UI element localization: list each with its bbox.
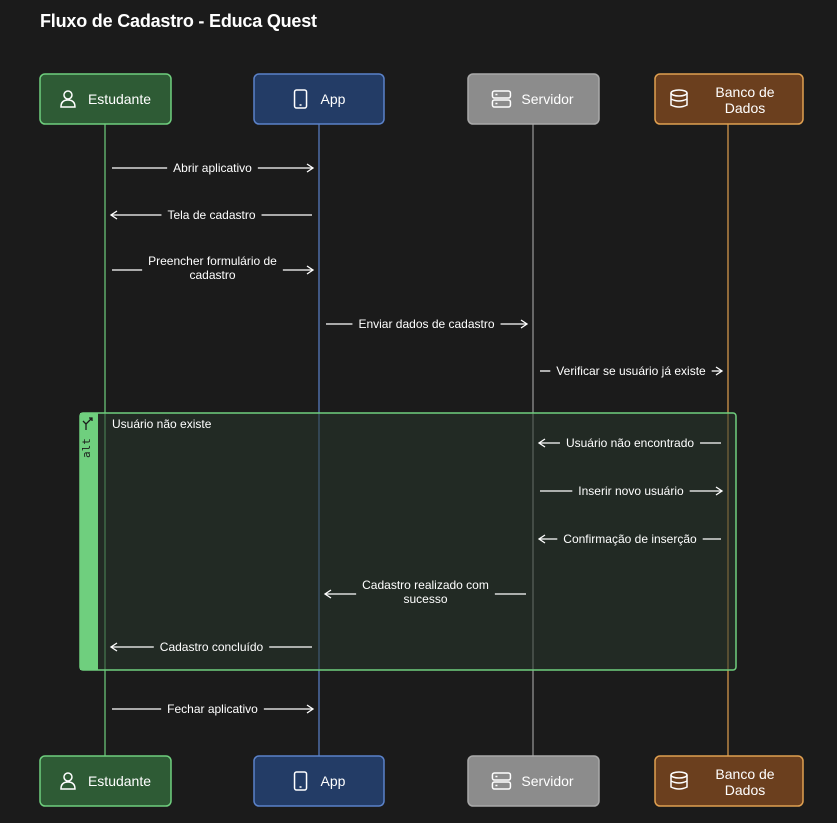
message-label: Verificar se usuário já existe: [556, 364, 706, 378]
mobile-icon: [293, 89, 308, 109]
branch-icon: [82, 417, 93, 430]
participant-estudante-top[interactable]: Estudante: [39, 73, 172, 125]
participant-label: App: [321, 91, 346, 107]
message-label: Confirmação de inserção: [563, 532, 697, 546]
mobile-icon: [293, 771, 308, 791]
message-label: Fechar aplicativo: [167, 702, 258, 716]
alt-condition: Usuário não existe: [112, 417, 212, 431]
alt-keyword: alt: [80, 438, 93, 458]
message-5: Verificar se usuário já existe: [540, 364, 724, 378]
participant-label: Dados: [725, 782, 765, 798]
message-label: Inserir novo usuário: [578, 484, 684, 498]
participant-servidor-top[interactable]: Servidor: [467, 73, 600, 125]
participant-box[interactable]: [39, 73, 172, 125]
arrowhead: [537, 534, 546, 544]
arrowhead: [306, 704, 315, 714]
alt-fragment: alt Usuário não existe: [79, 412, 737, 671]
participant-label: Banco de: [715, 84, 774, 100]
participant-app-top[interactable]: App: [253, 73, 385, 125]
arrowhead: [715, 366, 724, 376]
arrowhead: [323, 589, 332, 599]
message-7: Inserir novo usuário: [540, 484, 724, 498]
participant-box[interactable]: [467, 755, 600, 807]
user-icon: [60, 772, 76, 790]
server-icon: [491, 90, 512, 108]
message-label: Cadastro concluído: [160, 640, 264, 654]
message-11: Fechar aplicativo: [112, 702, 315, 716]
message-label: sucesso: [403, 592, 447, 606]
user-icon: [60, 90, 76, 108]
message-label: Preencher formulário de: [148, 254, 277, 268]
database-icon: [670, 771, 688, 790]
arrowhead: [715, 486, 724, 496]
participant-label: App: [321, 773, 346, 789]
participant-label: Servidor: [521, 91, 573, 107]
message-label: Tela de cadastro: [167, 208, 255, 222]
participant-label: Dados: [725, 100, 765, 116]
participant-box[interactable]: [39, 755, 172, 807]
participant-label: Banco de: [715, 766, 774, 782]
arrowhead: [109, 642, 118, 652]
database-icon: [670, 89, 688, 108]
alt-fragment-tab: [80, 413, 98, 670]
participant-app-bottom[interactable]: App: [253, 755, 385, 807]
message-label: Usuário não encontrado: [566, 436, 694, 450]
participant-estudante-bottom[interactable]: Estudante: [39, 755, 172, 807]
participant-box[interactable]: [467, 73, 600, 125]
arrowhead: [109, 210, 118, 220]
participant-label: Estudante: [88, 91, 151, 107]
message-label: cadastro: [189, 268, 235, 282]
participant-label: Estudante: [88, 773, 151, 789]
message-label: Abrir aplicativo: [173, 161, 252, 175]
participant-label: Servidor: [521, 773, 573, 789]
participant-box[interactable]: [654, 755, 804, 807]
arrowhead: [306, 163, 315, 173]
participant-box[interactable]: [654, 73, 804, 125]
message-10: Cadastro concluído: [109, 640, 312, 654]
message-label: Enviar dados de cadastro: [358, 317, 494, 331]
arrowhead: [537, 438, 546, 448]
arrowhead: [306, 265, 315, 275]
message-label: Cadastro realizado com: [362, 578, 489, 592]
diagram-title: Fluxo de Cadastro - Educa Quest: [40, 11, 317, 31]
participant-servidor-bottom[interactable]: Servidor: [467, 755, 600, 807]
participant-box[interactable]: [253, 755, 385, 807]
arrowhead: [520, 319, 529, 329]
message-1: Abrir aplicativo: [112, 161, 315, 175]
message-4: Enviar dados de cadastro: [326, 317, 529, 331]
participant-box[interactable]: [253, 73, 385, 125]
message-8: Confirmação de inserção: [537, 532, 721, 546]
message-2: Tela de cadastro: [109, 208, 312, 222]
server-icon: [491, 772, 512, 790]
message-6: Usuário não encontrado: [537, 436, 721, 450]
